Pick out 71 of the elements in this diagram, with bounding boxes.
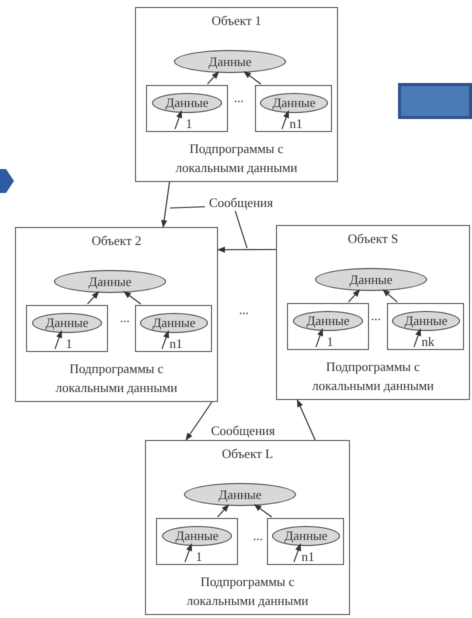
subroutine-box bbox=[287, 303, 369, 350]
object-title: Объект L bbox=[220, 446, 274, 462]
subroutine-number: 1 bbox=[318, 332, 342, 349]
data-ellipse: Данные bbox=[174, 50, 286, 73]
arrow bbox=[382, 289, 398, 302]
arrow bbox=[161, 330, 170, 350]
subroutine-box bbox=[146, 85, 228, 132]
subroutine-number: 1 bbox=[177, 114, 201, 131]
subroutine-box bbox=[255, 85, 332, 132]
subroutine-number: 1 bbox=[57, 334, 81, 351]
message-label: Сообщения bbox=[211, 423, 275, 439]
object-title: Объект S bbox=[346, 231, 400, 247]
arrow bbox=[186, 402, 212, 441]
object-caption: Подпрограммы с локальными данными bbox=[186, 573, 310, 610]
object-title: Объект 2 bbox=[90, 233, 142, 249]
subroutine-number: n1 bbox=[164, 334, 188, 351]
arrow bbox=[207, 71, 220, 84]
object-box bbox=[145, 440, 350, 615]
data-ellipse: Данные bbox=[32, 313, 102, 333]
arrow bbox=[348, 289, 360, 302]
arrow bbox=[161, 182, 170, 228]
arrow bbox=[184, 543, 192, 562]
arrow bbox=[87, 291, 100, 304]
object-caption: Подпрограммы с локальными данными bbox=[54, 360, 178, 397]
arrow bbox=[254, 504, 272, 518]
subroutine-box bbox=[156, 518, 238, 565]
banner-shape bbox=[398, 83, 472, 119]
subroutine-box bbox=[135, 305, 212, 352]
data-ellipse: Данные bbox=[272, 526, 340, 546]
object-box bbox=[135, 7, 338, 182]
subroutine-box bbox=[26, 305, 108, 352]
subroutine-box bbox=[267, 518, 344, 565]
subroutine-number: 1 bbox=[187, 547, 211, 564]
data-ellipse: Данные bbox=[315, 268, 427, 291]
chevron-shape bbox=[0, 169, 14, 193]
arrow bbox=[174, 110, 182, 130]
ellipsis-label: ... bbox=[371, 308, 381, 324]
leader-line bbox=[170, 206, 206, 209]
data-ellipse: Данные bbox=[162, 526, 232, 546]
ellipsis-label: ... bbox=[253, 528, 263, 544]
ellipsis-label: ... bbox=[120, 310, 130, 326]
subroutine-box bbox=[387, 303, 464, 350]
arrow bbox=[296, 399, 316, 440]
object-box bbox=[15, 227, 218, 402]
arrow bbox=[217, 504, 230, 518]
arrow bbox=[281, 110, 290, 130]
object-box bbox=[276, 225, 470, 400]
subroutine-number: n1 bbox=[296, 547, 320, 564]
object-caption: Подпрограммы с локальными данными bbox=[174, 140, 298, 177]
object-caption: Подпрограммы с локальными данными bbox=[311, 358, 435, 395]
arrow bbox=[293, 543, 302, 562]
ellipsis-label: ... bbox=[239, 302, 249, 318]
data-ellipse: Данные bbox=[184, 483, 296, 506]
data-ellipse: Данные bbox=[392, 311, 460, 331]
object-title: Объект 1 bbox=[210, 13, 262, 29]
data-ellipse: Данные bbox=[54, 270, 166, 293]
message-label: Сообщения bbox=[205, 194, 277, 211]
subroutine-number: nk bbox=[416, 332, 440, 349]
ellipsis-label: ... bbox=[234, 90, 244, 106]
data-ellipse: Данные bbox=[293, 311, 363, 331]
arrow bbox=[243, 71, 262, 84]
data-ellipse: Данные bbox=[152, 93, 222, 113]
leader-line bbox=[234, 210, 248, 248]
arrow bbox=[54, 330, 62, 350]
data-ellipse: Данные bbox=[260, 93, 328, 113]
data-ellipse: Данные bbox=[140, 313, 208, 333]
arrow bbox=[413, 328, 422, 348]
arrow bbox=[315, 328, 324, 348]
arrow bbox=[123, 291, 142, 304]
subroutine-number: n1 bbox=[284, 114, 308, 131]
arrow bbox=[217, 246, 276, 253]
